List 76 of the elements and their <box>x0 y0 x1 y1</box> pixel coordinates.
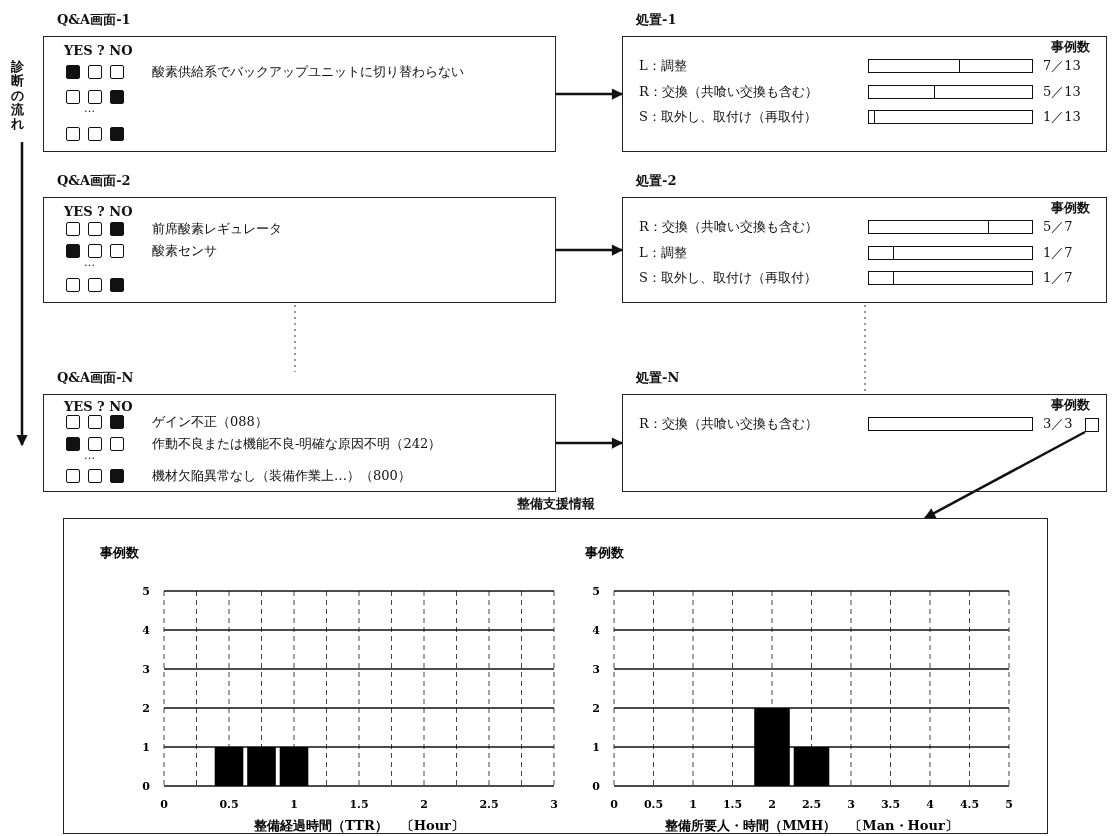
case-count: 5／13 <box>1043 84 1081 100</box>
ellipsis: … <box>84 448 95 464</box>
tick-label: 5 <box>1005 798 1013 811</box>
question-text: 酸素供給系でバックアップユニットに切り替わらない <box>152 64 464 80</box>
flow-label: 診断の流れ <box>11 60 24 132</box>
tick-label: 1 <box>689 798 697 811</box>
panel-title: 整備支援情報 <box>515 496 596 512</box>
panel-title: 処置-2 <box>636 173 677 189</box>
ellipsis: … <box>84 101 95 117</box>
case-count: 1／7 <box>1043 245 1073 261</box>
tick-label: 0 <box>142 780 150 793</box>
arrow <box>556 244 624 256</box>
action-label: S：取外し、取付け（再取付） <box>639 109 817 125</box>
case-count: 1／7 <box>1043 270 1073 286</box>
arrow <box>556 437 624 449</box>
case-count: 7／13 <box>1043 58 1081 74</box>
tick-label: 1.5 <box>349 798 369 811</box>
tick-label: 0 <box>610 798 618 811</box>
tick-label: 2 <box>592 702 600 715</box>
action-label: L：調整 <box>639 58 687 74</box>
tick-label: 4 <box>142 624 150 637</box>
tick-label: 1 <box>290 798 298 811</box>
tick-label: 3 <box>142 663 150 676</box>
tick-label: 4 <box>926 798 934 811</box>
tick-label: 3 <box>847 798 855 811</box>
case-count: 1／13 <box>1043 109 1081 125</box>
action-label: L：調整 <box>639 245 687 261</box>
tick-label: 3 <box>592 663 600 676</box>
panel-title: 処置-N <box>636 370 680 386</box>
tick-label: 2 <box>768 798 776 811</box>
yes-no-header: YES ? NO <box>64 43 133 59</box>
action-label: R：交換（共喰い交換も含む） <box>639 219 818 235</box>
tick-label: 3.5 <box>880 798 901 811</box>
tick-label: 1.5 <box>722 798 743 811</box>
tick-label: 2 <box>142 702 150 715</box>
case-count: 5／7 <box>1043 219 1073 235</box>
action-label: R：交換（共喰い交換も含む） <box>639 84 818 100</box>
arrow <box>924 430 1086 520</box>
tick-label: 1 <box>142 741 150 754</box>
panel-title: Q&A画面-1 <box>57 12 131 28</box>
axis-title: 事例数 <box>585 545 624 560</box>
tick-label: 5 <box>142 585 150 598</box>
tick-label: 1 <box>592 741 600 754</box>
arrow <box>556 88 624 100</box>
tick-label: 0 <box>592 780 600 793</box>
panel-title: 処置-1 <box>636 12 677 28</box>
axis-title: 整備所要人・時間（MMH） 〔Man・Hour〕 <box>665 818 958 833</box>
tick-label: 5 <box>592 585 600 598</box>
tick-label: 3 <box>550 798 558 811</box>
panel-title: Q&A画面-2 <box>57 173 131 189</box>
question-text: 前席酸素レギュレータ <box>152 221 282 237</box>
tick-label: 0 <box>160 798 168 811</box>
square-marker <box>1085 418 1099 432</box>
action-label: R：交換（共喰い交換も含む） <box>639 416 818 432</box>
panel-title: Q&A画面-N <box>57 370 134 386</box>
question-text: 作動不良または機能不良-明確な原因不明（242） <box>152 436 442 452</box>
tick-label: 4.5 <box>959 798 980 811</box>
tick-label: 2.5 <box>801 798 822 811</box>
column-header: 事例数 <box>1051 39 1090 55</box>
tick-label: 2 <box>420 798 428 811</box>
yes-no-header: YES ? NO <box>64 204 133 220</box>
column-header: 事例数 <box>1051 200 1090 216</box>
tick-label: 0.5 <box>643 798 664 811</box>
question-text: 酸素センサ <box>152 243 217 259</box>
ellipsis: … <box>84 255 95 271</box>
action-label: S：取外し、取付け（再取付） <box>639 270 817 286</box>
case-count: 3／3 <box>1043 416 1073 432</box>
tick-label: 2.5 <box>479 798 499 811</box>
axis-title: 整備経過時間（TTR） 〔Hour〕 <box>254 818 464 833</box>
tick-label: 0.5 <box>219 798 239 811</box>
question-text: ゲイン不正（088） <box>152 414 268 430</box>
question-text: 機材欠陥異常なし（装備作業上…）（800） <box>152 468 411 484</box>
axis-title: 事例数 <box>100 545 139 560</box>
yes-no-header: YES ? NO <box>64 399 133 415</box>
column-header: 事例数 <box>1051 397 1090 413</box>
tick-label: 4 <box>592 624 600 637</box>
